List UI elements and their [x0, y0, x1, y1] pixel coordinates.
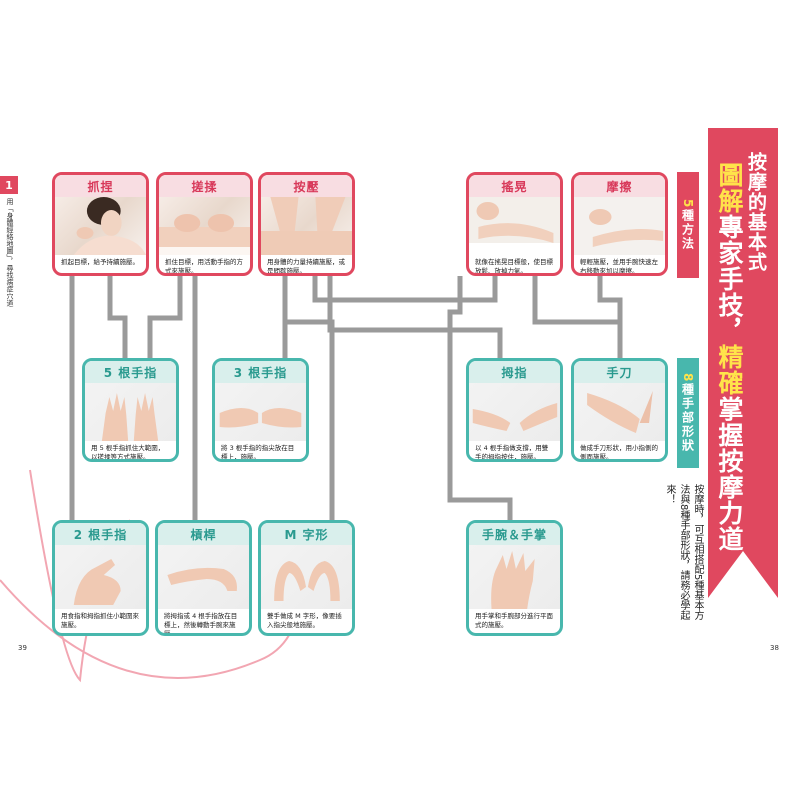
tag-five-methods: 5 種方法: [677, 172, 699, 278]
method-title: 抓捏: [55, 175, 146, 197]
method-desc: 抓起目標，給予持續施壓。: [61, 258, 139, 266]
shape-card-three-fingers: 3 根手指 將 3 根手指的指尖放在目標上，施壓。: [212, 358, 309, 462]
photo-thumb-hands: [469, 383, 560, 441]
method-card-cuorou: 搓揉 抓住目標，用活動手指的方式來施壓。: [156, 172, 253, 276]
title-banner: [708, 128, 778, 598]
side-note: 按摩時，可互相搭配5種基本方法與8種手部形狀，請務必學起來！: [664, 484, 703, 621]
left-page-number: 39: [18, 644, 27, 652]
method-title: 搓揉: [159, 175, 250, 197]
shape-card-two-fingers: 2 根手指 用食指和拇指抓住小範圍來施壓。: [52, 520, 149, 636]
shape-title: 拇指: [469, 361, 560, 383]
method-desc: 輕輕施壓，並用手腕快速左右移動來加以摩擦。: [580, 258, 658, 275]
method-card-anya: 按壓 用身體的力量持續施壓，或是間歇施壓。: [258, 172, 355, 276]
method-desc: 抓住目標，用活動手指的方式來施壓。: [165, 258, 243, 275]
photo-three-fingers-hands: [215, 383, 306, 441]
shape-title: 槓桿: [158, 523, 249, 545]
photo-pinching-shoulder: [55, 197, 146, 255]
shape-card-wrist-palm: 手腕＆手掌 用手掌和手腕部分進行平面式的施壓。: [466, 520, 563, 636]
shape-desc: 以 4 根手指做支撐，用雙手的拇指按住，施壓。: [475, 444, 549, 461]
banner-subtitle: 按摩的基本式: [745, 152, 767, 272]
tag-shapes-text: 種手部形狀: [680, 383, 695, 454]
shape-title: 2 根手指: [55, 523, 146, 545]
shape-card-five-fingers: 5 根手指 用 5 根手指抓住大範圍，以搓揉等方式施壓。: [82, 358, 179, 462]
shape-title: M 字形: [261, 523, 352, 545]
shape-card-thumb: 拇指 以 4 根手指做支撐，用雙手的拇指按住，施壓。: [466, 358, 563, 462]
shape-card-lever: 槓桿 將拇指或 4 根手指放在目標上，然後轉動手腕來施壓。: [155, 520, 252, 636]
method-title: 搖晃: [469, 175, 560, 197]
shape-desc: 用 5 根手指抓住大範圍，以搓揉等方式施壓。: [91, 444, 165, 461]
photo-shaking-arm: [469, 197, 560, 255]
shape-desc: 將 3 根手指的指尖放在目標上，施壓。: [221, 444, 295, 461]
photo-pressing-back: [261, 197, 352, 255]
banner-title: 圖解專家手技，精確掌握按摩力道: [714, 162, 744, 552]
chapter-title: 用「身體經絡地圖」，尋找病症穴道: [6, 198, 14, 307]
shape-card-hand-blade: 手刀 做成手刀形狀，用小指側的側面施壓。: [571, 358, 668, 462]
shape-title: 5 根手指: [85, 361, 176, 383]
method-title: 摩擦: [574, 175, 665, 197]
shape-desc: 做成手刀形狀，用小指側的側面施壓。: [580, 444, 658, 461]
photo-m-shape: [261, 545, 352, 609]
method-desc: 就像在搖晃目標般，使目標放鬆、放掉力氣。: [475, 258, 553, 275]
shape-desc: 用手掌和手腕部分進行平面式的施壓。: [475, 612, 553, 629]
shape-desc: 將拇指或 4 根手指放在目標上，然後轉動手腕來施壓。: [164, 612, 238, 636]
photo-rubbing-arm: [574, 197, 665, 255]
shape-title: 手腕＆手掌: [469, 523, 560, 545]
method-title: 按壓: [261, 175, 352, 197]
tag-methods-number: 5: [681, 198, 695, 210]
shape-title: 手刀: [574, 361, 665, 383]
right-page-number: 38: [770, 644, 779, 652]
shape-title: 3 根手指: [215, 361, 306, 383]
method-desc: 用身體的力量持續施壓，或是間歇施壓。: [267, 258, 345, 275]
banner-title-highlight-2: 精確: [715, 344, 744, 396]
shape-desc: 雙手做成 M 字形，像要插入指尖般地施壓。: [267, 612, 342, 629]
banner-title-highlight-1: 圖解: [715, 162, 744, 214]
photo-two-fingers: [55, 545, 146, 609]
method-card-zhuanie: 抓捏 抓起目標，給予持續施壓。: [52, 172, 149, 276]
chapter-number: 1: [0, 176, 18, 194]
photo-lever: [158, 545, 249, 609]
method-card-yaohuang: 搖晃 就像在搖晃目標般，使目標放鬆、放掉力氣。: [466, 172, 563, 276]
photo-five-fingers-hands: [85, 383, 176, 441]
tag-methods-text: 種方法: [680, 209, 695, 252]
banner-title-part-1: 專家手技，: [715, 214, 744, 344]
shape-desc: 用食指和拇指抓住小範圍來施壓。: [61, 612, 139, 629]
photo-wrist-palm: [469, 545, 560, 609]
tag-eight-shapes: 8 種手部形狀: [677, 358, 699, 468]
method-card-moca: 摩擦 輕輕施壓，並用手腕快速左右移動來加以摩擦。: [571, 172, 668, 276]
photo-hand-blade: [574, 383, 665, 441]
shape-card-m-shape: M 字形 雙手做成 M 字形，像要插入指尖般地施壓。: [258, 520, 355, 636]
tag-shapes-number: 8: [681, 372, 695, 384]
banner-title-part-2: 掌握按摩力道: [715, 396, 744, 552]
photo-kneading-back: [159, 197, 250, 255]
